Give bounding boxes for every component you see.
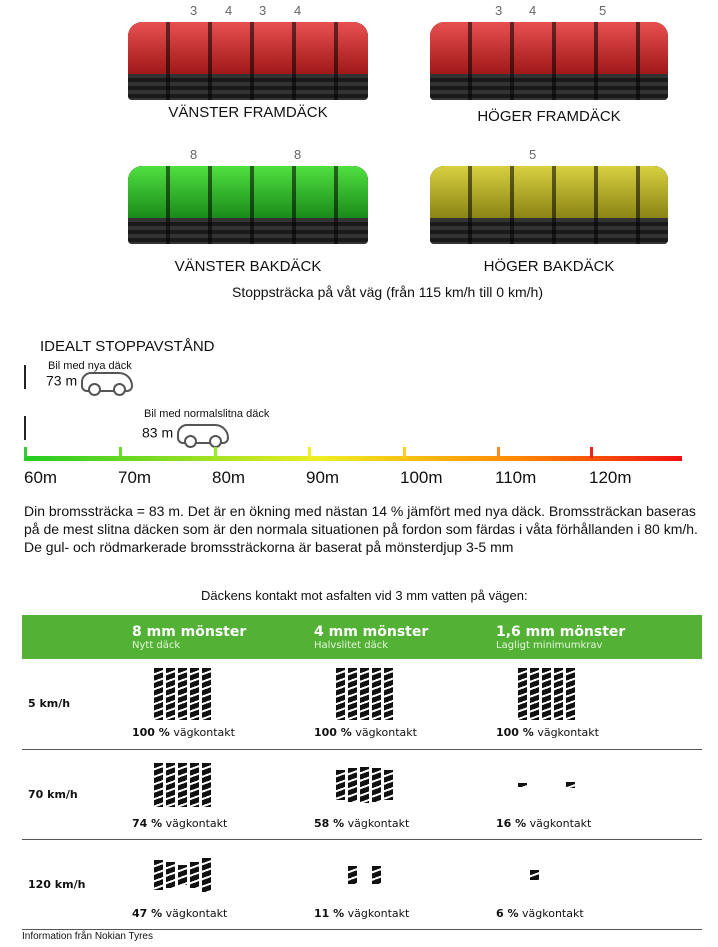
scale-tick xyxy=(403,447,406,458)
speed-label: 5 km/h xyxy=(22,659,132,750)
scale-tick xyxy=(497,447,500,458)
tread-contact-icon xyxy=(336,849,496,901)
scale-tick xyxy=(214,447,217,458)
contact-cell: 100 % vägkontakt xyxy=(132,659,314,750)
contact-label: vägkontakt xyxy=(347,906,410,920)
scale-label: 110m xyxy=(495,468,537,487)
contact-label: vägkontakt xyxy=(522,906,584,920)
contact-percent: 11 % xyxy=(314,906,345,920)
depth: 3 xyxy=(495,3,503,18)
contact-cell: 74 % vägkontakt xyxy=(132,749,314,840)
depth: 4 xyxy=(529,3,537,18)
contact-percent: 58 % xyxy=(314,816,345,830)
scale-tick xyxy=(590,447,593,458)
contact-cell: 6 % vägkontakt xyxy=(496,839,702,930)
contact-cell: 11 % vägkontakt xyxy=(314,839,496,930)
tread-contact-icon xyxy=(336,668,496,721)
car-icon xyxy=(177,424,230,448)
tread-contact-icon xyxy=(154,668,314,721)
depth: 3 xyxy=(190,3,198,18)
scale-label: 70m xyxy=(118,468,152,487)
depth: 3 xyxy=(259,3,267,18)
contact-label: vägkontakt xyxy=(173,726,235,740)
marker-line xyxy=(24,416,26,440)
contact-cell: 100 % vägkontakt xyxy=(314,659,496,750)
contact-cell: 58 % vägkontakt xyxy=(314,749,496,840)
scale-label: 80m xyxy=(212,468,246,487)
depth: 4 xyxy=(294,3,302,18)
car-icon xyxy=(81,372,134,396)
contact-label: vägkontakt xyxy=(347,816,410,830)
scale-label: 100m xyxy=(400,468,443,487)
marker-line xyxy=(24,365,26,389)
tread-contact-icon xyxy=(518,759,702,811)
depth: 8 xyxy=(190,147,198,162)
new-car-distance: 73 m xyxy=(46,372,78,389)
tread-contact-icon xyxy=(336,759,496,811)
tire-rear-left: 8 8 VÄNSTER BAKDÄCK xyxy=(128,144,368,275)
scale-tick xyxy=(119,447,122,458)
tread-contact-icon xyxy=(518,668,702,721)
tire-label: HÖGER FRAMDÄCK xyxy=(477,108,621,125)
contact-label: vägkontakt xyxy=(165,816,228,830)
contact-percent: 6 % xyxy=(496,906,519,920)
braking-description: Din bromssträcka = 83 m. Det är en öknin… xyxy=(24,503,698,555)
ideal-title: IDEALT STOPPAVSTÅND xyxy=(40,338,215,355)
contact-percent: 100 % xyxy=(132,726,170,740)
contact-percent: 100 % xyxy=(314,726,352,740)
tread-contact-icon xyxy=(154,759,314,811)
contact-label: vägkontakt xyxy=(529,816,592,830)
tire-label: VÄNSTER BAKDÄCK xyxy=(174,258,322,275)
depth: 4 xyxy=(225,3,233,18)
tire-label: HÖGER BAKDÄCK xyxy=(483,258,615,275)
tire-tread-icon xyxy=(128,166,368,244)
contact-label: vägkontakt xyxy=(165,906,228,920)
tire-label: VÄNSTER FRAMDÄCK xyxy=(168,104,328,121)
speed-label: 70 km/h xyxy=(22,749,132,840)
scale-tick xyxy=(308,447,311,458)
contact-cell: 100 % vägkontakt xyxy=(496,659,702,750)
scale-label: 60m xyxy=(24,468,58,487)
distance-scale-bar xyxy=(24,456,682,461)
depth: 8 xyxy=(294,147,302,162)
new-car-label: Bil med nya däck xyxy=(48,360,132,372)
contact-percent: 47 % xyxy=(132,906,163,920)
tire-tread-icon xyxy=(128,22,368,100)
speed-label: 120 km/h xyxy=(22,839,132,930)
contact-percent: 100 % xyxy=(496,726,534,740)
contact-cell: 47 % vägkontakt xyxy=(132,839,314,930)
worn-car-label: Bil med normalslitna däck xyxy=(144,408,270,420)
tire-front-right: 3 4 5 HÖGER FRAMDÄCK xyxy=(430,0,668,125)
tread-contact-icon xyxy=(154,849,314,901)
contact-cell: 16 % vägkontakt xyxy=(496,749,702,840)
contact-title: Däckens kontakt mot asfalten vid 3 mm va… xyxy=(201,588,528,603)
depth: 5 xyxy=(529,147,537,162)
contact-label: vägkontakt xyxy=(537,726,599,740)
source-footer: Information från Nokian Tyres xyxy=(22,931,153,942)
tire-rear-right: 5 HÖGER BAKDÄCK xyxy=(430,144,668,275)
tire-front-left: 3 4 3 4 VÄNSTER FRAMDÄCK xyxy=(128,0,368,121)
stopping-title: Stoppsträcka på våt väg (från 115 km/h t… xyxy=(232,284,543,300)
worn-car: 83 m xyxy=(142,424,230,448)
depth: 5 xyxy=(599,3,607,18)
scale-label: 90m xyxy=(306,468,340,487)
scale-tick xyxy=(24,447,27,458)
tread-contact-icon xyxy=(518,849,702,901)
contact-label: vägkontakt xyxy=(355,726,417,740)
scale-label: 120m xyxy=(589,468,632,487)
tire-tread-icon xyxy=(430,166,668,244)
contact-percent: 16 % xyxy=(496,816,527,830)
tire-tread-icon xyxy=(430,22,668,100)
new-car: 73 m xyxy=(46,372,134,396)
worn-car-distance: 83 m xyxy=(142,424,174,441)
contact-percent: 74 % xyxy=(132,816,163,830)
